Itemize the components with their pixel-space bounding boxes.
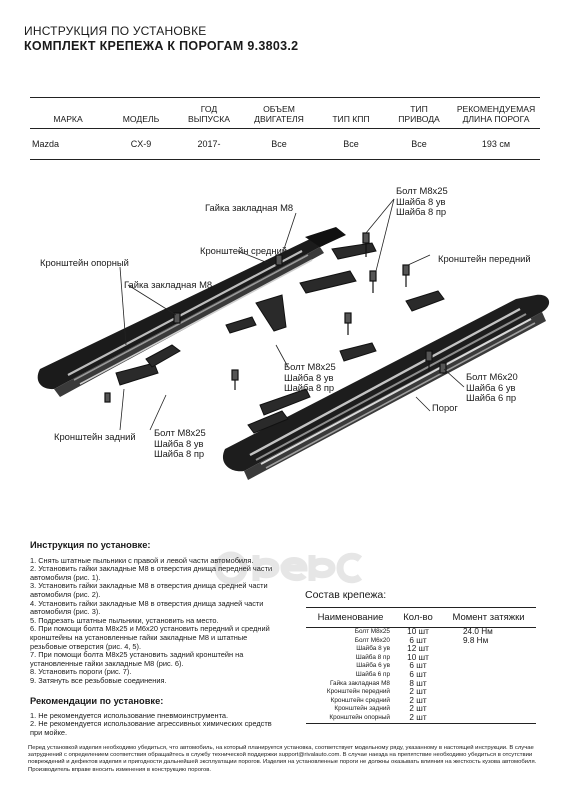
bolts	[104, 232, 447, 403]
label-nut-left: Гайка закладная М8	[124, 279, 213, 290]
instruction-step: 3. Установить гайки закладные М8 в отвер…	[30, 581, 268, 599]
leader-lines	[119, 198, 465, 431]
label-bracket-rear: Кронштейн задний	[54, 431, 136, 442]
document-title: ИНСТРУКЦИЯ ПО УСТАНОВКЕ	[24, 24, 207, 38]
assembly-drawing	[37, 198, 550, 480]
spec-cell: 2017-	[176, 128, 242, 160]
instruction-step: 2. Установить гайки закладные М8 в отвер…	[30, 564, 273, 582]
label-nut-top: Гайка закладная М8	[205, 202, 294, 213]
front-running-board	[222, 294, 550, 480]
spec-data-row: Mazda CX-9 2017- Все Все Все 193 см	[30, 128, 540, 160]
label-sill: Порог	[432, 402, 458, 413]
spec-cell: Mazda	[30, 128, 106, 160]
instruction-step: 9. Затянуть все резьбовые соединения.	[30, 675, 167, 685]
instruction-step: 1. Снять штатные пыльники с правой и лев…	[30, 555, 254, 565]
spec-cell: Все	[242, 128, 316, 160]
brackets	[115, 242, 445, 434]
label-bracket-support: Кронштейн опорный	[40, 257, 129, 268]
recommendation-item: 1. Не рекомендуется использование пневмо…	[30, 710, 229, 720]
spec-col-make: МАРКА	[30, 97, 106, 129]
recommendation-item: 2. Не рекомендуется использование агресс…	[30, 719, 272, 737]
fastener-kit-table: Наименование Кол-во Момент затяжки Болт …	[306, 607, 536, 724]
instructions-heading: Инструкция по установке:	[30, 540, 151, 550]
document-subtitle: КОМПЛЕКТ КРЕПЕЖА К ПОРОГАМ 9.3803.2	[24, 39, 299, 53]
instruction-step: 4. Установить гайки закладные М8 в отвер…	[30, 598, 264, 617]
instruction-step: 5. Подрезать штатные пыльники, установит…	[30, 615, 219, 625]
kit-header-row: Наименование Кол-во Момент затяжки	[306, 607, 536, 628]
footer-disclaimer: Перед установкой изделия необходимо убед…	[28, 745, 537, 773]
watermark-logo	[214, 551, 363, 585]
spec-cell: CX-9	[106, 128, 176, 160]
instruction-step: 8. Установить пороги (рис. 7).	[30, 667, 132, 677]
label-bracket-middle: Кронштейн средний	[200, 245, 288, 256]
kit-col-qty: Кол-во	[395, 607, 441, 628]
spec-cell: Все	[316, 128, 386, 160]
kit-col-torque: Момент затяжки	[441, 607, 536, 628]
kit-col-name: Наименование	[306, 607, 395, 628]
recommendations-heading: Рекомендации по установке:	[30, 696, 164, 706]
spec-col-gearbox: ТИП КПП	[316, 97, 386, 129]
spec-col-model: МОДЕЛЬ	[106, 97, 176, 129]
document-header: ИНСТРУКЦИЯ ПО УСТАНОВКЕ КОМПЛЕКТ КРЕПЕЖА…	[24, 24, 298, 54]
instruction-step: 7. При помощи болта М8х25 установить зад…	[30, 650, 244, 668]
spec-cell: 193 см	[452, 128, 540, 160]
spec-cell: Все	[386, 128, 452, 160]
label-bracket-front: Кронштейн передний	[438, 253, 531, 264]
installation-recommendations: Рекомендации по установке: 1. Не рекомен…	[30, 697, 280, 737]
instruction-step: 6. При помощи болта М8х25 и М6х20 устано…	[30, 624, 270, 651]
installation-instructions: Инструкция по установке: 1. Снять штатны…	[30, 541, 280, 686]
kit-title: Состав крепежа:	[305, 589, 387, 601]
